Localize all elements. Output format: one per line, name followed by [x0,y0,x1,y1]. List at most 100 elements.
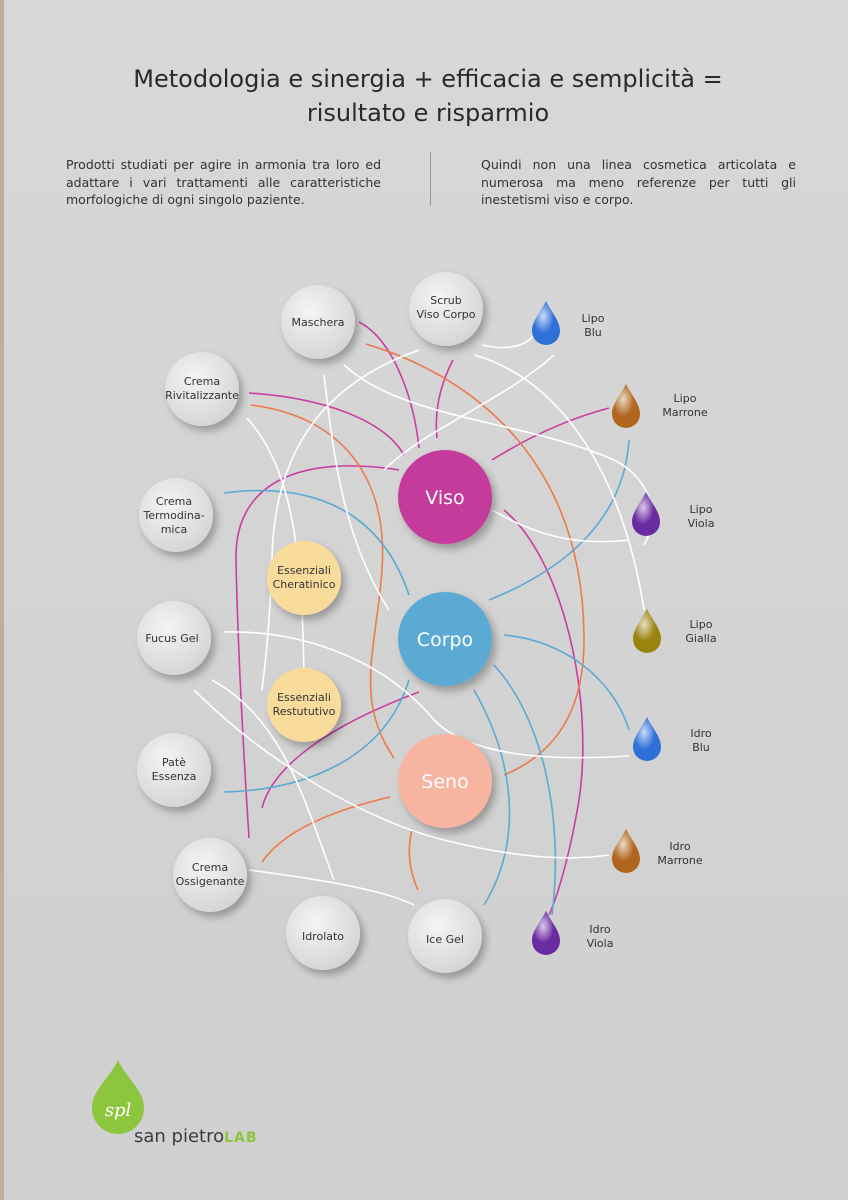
line-blue [488,439,630,601]
line-white [491,509,630,543]
essenziali-label: Essenziali [277,691,331,704]
line-white [261,349,420,691]
line-blue [503,634,630,731]
product-label: Scrub [430,294,462,307]
product-label: Ossigenante [176,875,245,888]
core-nodes: Viso Corpo Seno [398,450,492,828]
drop-lipo-gialla[interactable] [633,609,661,653]
line-white [323,374,390,611]
essenziali-nodes: Essenziali Cheratinico Essenziali Restut… [267,541,341,742]
line-magenta [261,691,420,809]
drop-lipo-blu[interactable] [532,301,560,345]
drop-label: Lipo [690,618,713,631]
line-blue [223,489,410,596]
brand-name-text: san pietro [134,1126,225,1147]
product-maschera[interactable]: Maschera [281,285,355,359]
line-blue [473,689,511,906]
product-label: Crema [184,375,220,388]
core-viso[interactable]: Viso [398,450,492,544]
title-line-1: Metodologia e sinergia + efficacia e sem… [133,65,723,93]
intro-right-paragraph: Quindi non una linea cosmetica articolat… [481,157,796,207]
line-magenta [235,465,400,839]
product-crema-termodinamica[interactable]: Crema Termodina- mica [139,478,213,552]
line-magenta [248,392,405,456]
product-pate-essenza[interactable]: Patè Essenza [137,733,211,807]
drop-label: Idro [690,727,712,740]
line-white [248,869,415,906]
essenziali-restututivo[interactable]: Essenziali Restututivo [267,668,341,742]
line-magenta [491,407,610,461]
product-crema-rivitalizzante[interactable]: Crema Rivitalizzante [165,352,239,426]
drop-lipo-marrone[interactable] [612,384,640,428]
intro-divider [430,152,431,206]
drop-label: Marrone [662,406,708,419]
title-line-2: risultato e risparmio [306,99,550,127]
product-idrolato[interactable]: Idrolato [286,896,360,970]
product-label: mica [161,523,188,536]
line-white [481,334,535,349]
line-white [343,364,653,546]
product-label: Viso Corpo [417,308,476,321]
line-magenta [435,359,454,439]
line-orange [250,404,395,759]
drop-label: Idro [669,840,691,853]
brand-suffix: LAB [224,1130,258,1146]
essenziali-label: Restututivo [273,705,336,718]
line-white [211,679,335,881]
product-label: Termodina- [142,509,204,522]
drop-idro-viola[interactable] [532,911,560,955]
drop-label: Lipo [674,392,697,405]
drop-idro-marrone[interactable] [612,829,640,873]
line-white [223,631,630,759]
drop-lipo-viola[interactable] [632,492,660,536]
drop-nodes: Lipo Blu Lipo Marrone Lipo Viola Lipo Gi… [532,301,717,955]
product-label: Essenza [152,770,197,783]
logo-text: spl [105,1100,132,1121]
drop-label: Marrone [657,854,703,867]
drop-label: Viola [688,517,715,530]
line-orange [261,796,391,863]
line-white [246,417,305,701]
line-orange [365,343,585,776]
product-label: Rivitalizzante [165,389,239,402]
drop-label: Lipo [582,312,605,325]
line-white [383,354,555,471]
drop-label: Gialla [685,632,716,645]
essenziali-cheratinico[interactable]: Essenziali Cheratinico [267,541,341,615]
drop-label: Idro [589,923,611,936]
drop-label: Viola [587,937,614,950]
product-label: Fucus Gel [145,632,198,645]
intro-left-paragraph: Prodotti studiati per agire in armonia t… [66,157,381,207]
line-magenta [503,509,584,916]
core-seno[interactable]: Seno [398,734,492,828]
line-orange [408,829,419,891]
core-corpo[interactable]: Corpo [398,592,492,686]
brand-name: san pietroLAB [134,1126,258,1147]
product-label: Crema [192,861,228,874]
product-nodes: Maschera Scrub Viso Corpo Crema Rivitali… [137,272,483,973]
product-fucus-gel[interactable]: Fucus Gel [137,601,211,675]
essenziali-label: Cheratinico [273,578,336,591]
product-ice-gel[interactable]: Ice Gel [408,899,482,973]
drop-idro-blu[interactable] [633,717,661,761]
drop-label: Lipo [690,503,713,516]
line-white [473,354,645,611]
essenziali-label: Essenziali [277,564,331,577]
line-blue [493,664,557,916]
core-label: Corpo [417,629,473,651]
product-label: Ice Gel [426,933,464,946]
line-magenta [358,321,420,449]
drop-label: Blu [692,741,710,754]
line-blue [223,679,410,793]
page-title: Metodologia e sinergia + efficacia e sem… [4,62,848,130]
product-label: Maschera [291,316,344,329]
product-label: Idrolato [302,930,344,943]
line-white [193,689,610,859]
product-crema-ossigenante[interactable]: Crema Ossigenante [173,838,247,912]
product-label: Crema [156,495,192,508]
drop-label: Blu [584,326,602,339]
synergy-diagram: Maschera Scrub Viso Corpo Crema Rivitali… [92,272,717,1134]
product-scrub[interactable]: Scrub Viso Corpo [409,272,483,346]
core-label: Seno [421,771,468,793]
